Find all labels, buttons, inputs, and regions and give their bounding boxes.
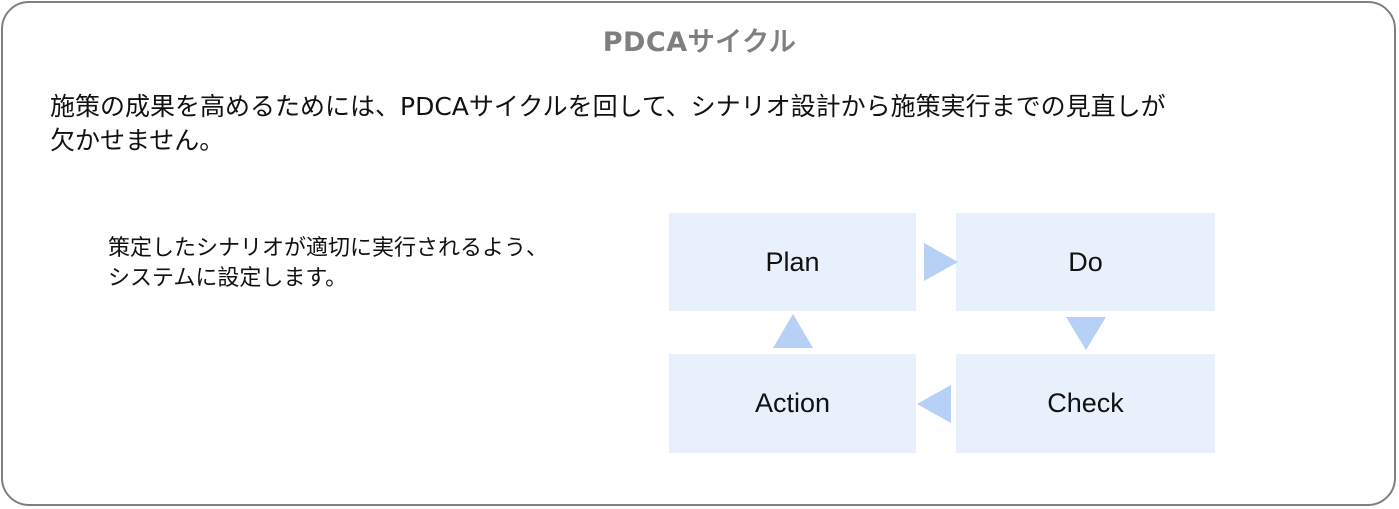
intro-line-2: 欠かせません。: [50, 126, 225, 155]
intro-line-1: 施策の成果を高めるためには、PDCAサイクルを回して、シナリオ設計から施策実行ま…: [50, 92, 1166, 121]
arrow-left-icon: [917, 385, 951, 423]
intro-text: 施策の成果を高めるためには、PDCAサイクルを回して、シナリオ設計から施策実行ま…: [50, 90, 1370, 158]
check-label: Check: [1047, 388, 1124, 418]
page-title: PDCAサイクル: [602, 27, 797, 58]
check-box: Check: [956, 354, 1215, 453]
plan-description-line-1: 策定したシナリオが適切に実行されるよう、: [108, 236, 549, 261]
action-box: Action: [669, 354, 916, 453]
do-box: Do: [956, 213, 1215, 311]
arrow-down-icon: [1066, 317, 1106, 350]
arrow-up-icon: [773, 314, 813, 348]
plan-label: Plan: [765, 246, 820, 277]
plan-description-line-2: システムに設定します。: [108, 266, 348, 291]
plan-box: Plan: [669, 213, 916, 311]
do-label: Do: [1068, 246, 1103, 277]
arrow-right-icon: [924, 243, 958, 281]
action-label: Action: [754, 388, 831, 418]
plan-description: 策定したシナリオが適切に実行されるよう、 システムに設定します。: [108, 234, 628, 294]
